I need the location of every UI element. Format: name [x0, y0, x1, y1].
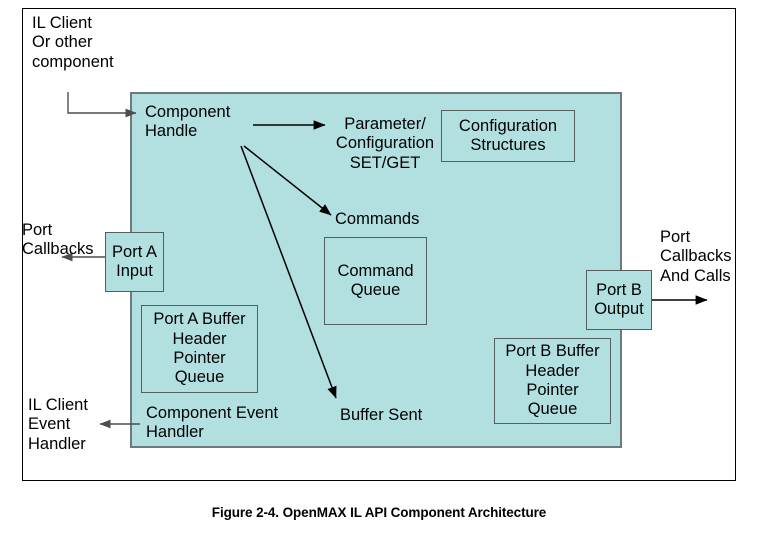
figure-caption: Figure 2-4. OpenMAX IL API Component Arc…: [211, 505, 547, 520]
label-port-a-callbacks: Port Callbacks: [22, 221, 94, 259]
label-component-event-handler: Component Event Handler: [146, 404, 279, 442]
box-port-b-output[interactable]: Port B Output: [586, 270, 652, 330]
label-component-handle: Component Handle: [145, 103, 231, 141]
box-configuration-structures[interactable]: Configuration Structures: [441, 110, 575, 162]
box-port-a-input-label: Port A Input: [112, 242, 157, 280]
box-port-a-buffer-queue-label: Port A Buffer Header Pointer Queue: [153, 310, 246, 387]
box-port-b-buffer-queue[interactable]: Port B Buffer Header Pointer Queue: [494, 338, 611, 424]
box-command-queue-label: Command Queue: [337, 261, 414, 299]
box-port-a-input[interactable]: Port A Input: [105, 232, 164, 292]
box-command-queue[interactable]: Command Queue: [324, 237, 427, 325]
box-configuration-structures-label: Configuration Structures: [458, 116, 558, 154]
label-il-client-source: IL Client Or other component: [32, 14, 114, 71]
box-port-b-output-label: Port B Output: [594, 280, 644, 318]
box-port-a-buffer-queue[interactable]: Port A Buffer Header Pointer Queue: [141, 305, 258, 393]
label-parameter-configuration: Parameter/ Configuration SET/GET: [335, 115, 435, 172]
label-il-client-event-handler: IL Client Event Handler: [28, 396, 88, 453]
label-buffer-sent: Buffer Sent: [340, 406, 423, 424]
box-port-b-buffer-queue-label: Port B Buffer Header Pointer Queue: [505, 342, 600, 419]
label-commands: Commands: [335, 210, 420, 228]
label-port-b-callbacks: Port Callbacks And Calls: [660, 228, 732, 285]
